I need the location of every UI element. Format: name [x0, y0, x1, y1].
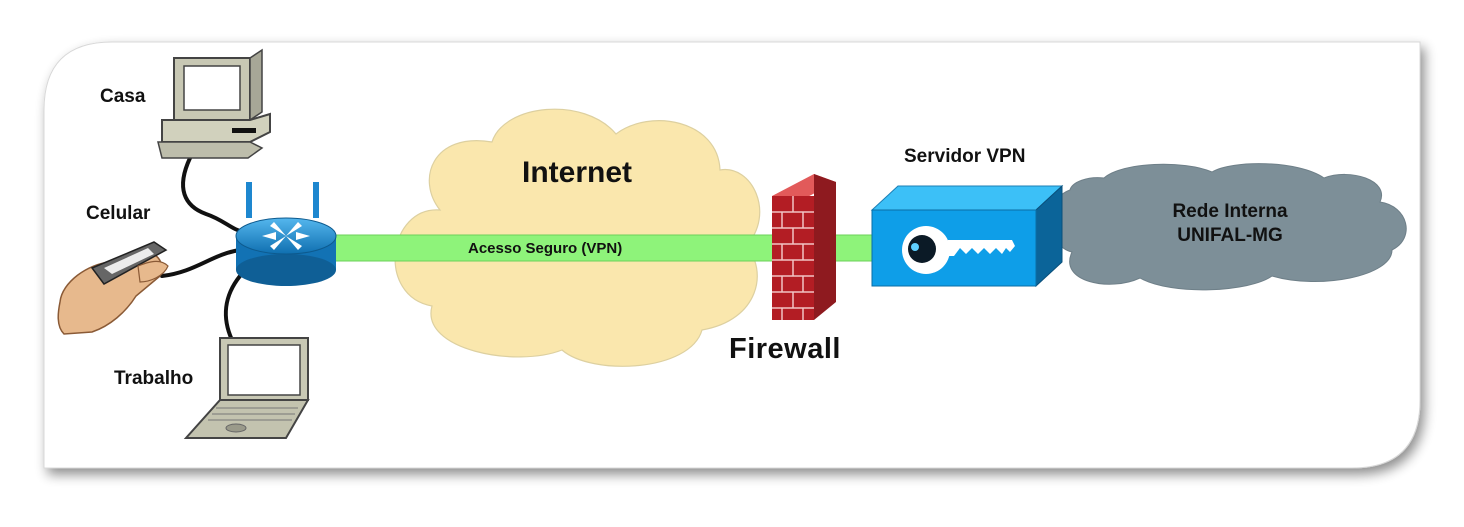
secure-link-label: Acesso Seguro (VPN)	[468, 240, 623, 257]
internal-network-label-line2: UNIFAL-MG	[1177, 225, 1283, 246]
cable-casa	[181, 156, 246, 234]
cable-celular	[160, 248, 242, 278]
internal-network-cloud	[1050, 163, 1407, 291]
internal-network-label: Rede Interna UNIFAL-MG	[1150, 200, 1310, 248]
cable-trabalho	[223, 274, 242, 342]
internet-label: Internet	[522, 156, 633, 189]
firewall-label: Firewall	[729, 333, 841, 365]
vpn-concentrator-key-icon	[870, 184, 1064, 288]
brick-firewall-icon	[772, 174, 836, 320]
celular-label: Celular	[86, 203, 151, 224]
trabalho-label: Trabalho	[114, 368, 194, 389]
desktop-computer-icon	[157, 48, 271, 159]
internal-network-label-line1: Rede Interna	[1172, 201, 1288, 222]
casa-label: Casa	[100, 86, 146, 107]
handheld-phone-icon	[57, 241, 169, 335]
wireless-router-icon	[235, 182, 337, 286]
cables	[160, 156, 246, 342]
vpn-server-label: Servidor VPN	[904, 146, 1026, 167]
laptop-icon	[183, 337, 310, 439]
